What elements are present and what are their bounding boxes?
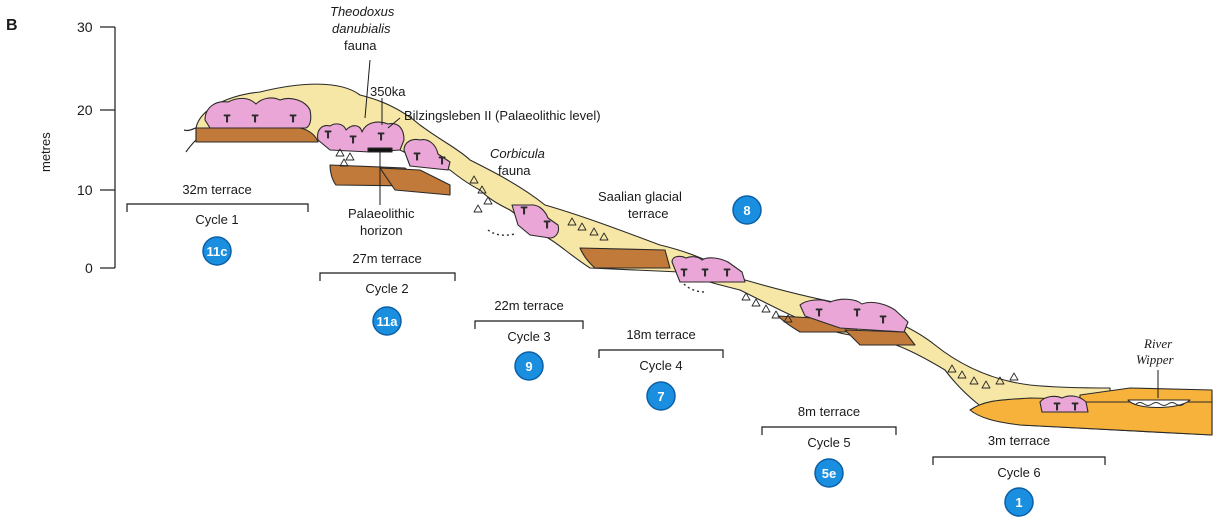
mis-badge-text: 11a (377, 314, 399, 329)
terrace-bracket (933, 457, 1105, 465)
travertine-symbol: T (681, 268, 687, 279)
river-label-2: Wipper (1136, 352, 1174, 367)
cycle-label: Cycle 4 (639, 358, 682, 373)
travertine-symbol: T (1072, 402, 1078, 413)
mis-badge-text: 7 (657, 389, 664, 404)
bilzingsleben-label: Bilzingsleben II (Palaeolithic level) (404, 108, 601, 123)
mis-badge-saalian: 8 (733, 196, 761, 224)
travertine-symbol: T (816, 308, 822, 319)
y-tick-0: 0 (85, 260, 93, 276)
cycle-label: Cycle 3 (507, 329, 550, 344)
travertine-symbol: T (350, 135, 356, 146)
travertine-cycle6 (1040, 396, 1088, 412)
travertine-symbol: T (544, 220, 550, 231)
terrace-label: 18m terrace (626, 327, 695, 342)
palaeolithic-label-1: Palaeolithic (348, 206, 415, 221)
travertine-symbol: T (325, 130, 331, 141)
palaeolithic-label-2: horizon (360, 223, 403, 238)
saalian-label-1: Saalian glacial (598, 189, 682, 204)
mis-badge-text: 11c (207, 244, 228, 259)
terrace-bracket (127, 204, 308, 212)
travertine-symbol: T (290, 114, 296, 125)
palaeolithic-horizon-bar (368, 148, 392, 152)
terrace-bracket (762, 427, 896, 435)
travertine-symbol: T (378, 132, 384, 143)
bedrock-edge-left (184, 128, 196, 152)
terrace-group-cycle-1: 32m terrace Cycle 1 11c (127, 182, 308, 265)
y-axis (100, 27, 115, 268)
theodoxus-label-2: danubialis (332, 21, 391, 36)
terrace-bracket (320, 273, 455, 281)
corbicula-label-2: fauna (498, 163, 531, 178)
cycle-label: Cycle 5 (807, 435, 850, 450)
terrace-label: 32m terrace (182, 182, 251, 197)
brown-layer-4b (845, 330, 915, 345)
terrace-label: 8m terrace (798, 404, 860, 419)
brown-layer-2b (380, 168, 450, 195)
y-tick-10: 10 (77, 182, 93, 198)
y-tick-30: 30 (77, 19, 93, 35)
mis-badge-text: 9 (525, 359, 532, 374)
travertine-symbol: T (521, 206, 527, 217)
cycle-label: Cycle 1 (195, 212, 238, 227)
brown-layer-1 (196, 128, 318, 142)
cycle-label: Cycle 2 (365, 281, 408, 296)
terrace-label: 22m terrace (494, 298, 563, 313)
terrace-label: 27m terrace (352, 251, 421, 266)
travertine-symbol: T (224, 114, 230, 125)
y-tick-20: 20 (77, 102, 93, 118)
panel-label: B (6, 17, 18, 34)
terrace-group-cycle-6: 3m terrace Cycle 6 1 (933, 433, 1105, 516)
age-label: 350ka (370, 84, 406, 99)
terrace-group-cycle-2: 27m terrace Cycle 2 11a (320, 251, 455, 335)
travertine-symbol: T (1054, 402, 1060, 413)
saalian-label-2: terrace (628, 206, 668, 221)
mis-badge-text: 8 (743, 203, 750, 218)
travertine-symbol: T (439, 156, 445, 167)
cross-section: T T T T T T T T T T T T T T T T T T (184, 84, 1212, 435)
river-label-1: River (1143, 336, 1173, 351)
travertine-symbol: T (252, 114, 258, 125)
travertine-symbol: T (702, 268, 708, 279)
theodoxus-label-3: fauna (344, 38, 377, 53)
travertine-symbol: T (854, 308, 860, 319)
terrace-bracket (475, 321, 583, 329)
terrace-group-cycle-3: 22m terrace Cycle 3 9 (475, 298, 583, 380)
terrace-group-cycle-4: 18m terrace Cycle 4 7 (599, 327, 723, 410)
cycle-label: Cycle 6 (997, 465, 1040, 480)
mis-badge-text: 5e (822, 466, 836, 481)
terrace-bracket (599, 350, 723, 358)
brown-layer-3 (580, 248, 670, 268)
terrace-group-cycle-5: 8m terrace Cycle 5 5e (762, 404, 896, 487)
y-axis-label: metres (38, 132, 53, 172)
travertine-symbol: T (880, 315, 886, 326)
dotted-line (684, 284, 706, 292)
theodoxus-label-1: Theodoxus (330, 4, 395, 19)
corbicula-label-1: Corbicula (490, 146, 545, 161)
dotted-line (488, 230, 515, 235)
travertine-symbol: T (724, 268, 730, 279)
travertine-symbol: T (414, 152, 420, 163)
terrace-label: 3m terrace (988, 433, 1050, 448)
mis-badge-text: 1 (1015, 495, 1022, 510)
